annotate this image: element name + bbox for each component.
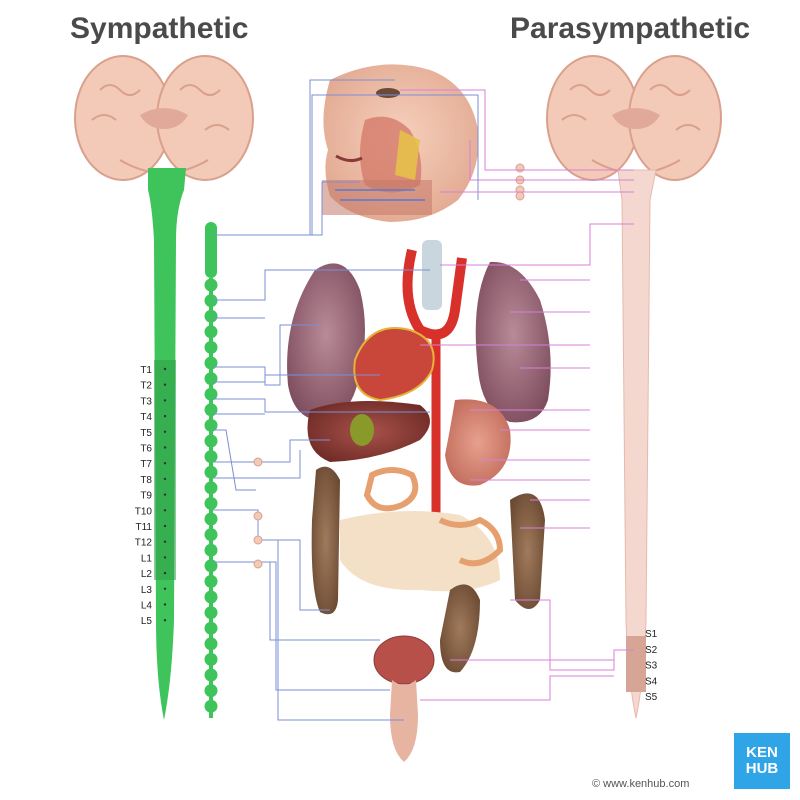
kenhub-logo: KEN HUB (734, 733, 790, 789)
chain-ganglion (204, 621, 218, 635)
level-dot (163, 556, 167, 559)
parasympathetic-connections (400, 89, 634, 701)
chain-ganglion (204, 340, 218, 354)
chain-ganglion (204, 465, 218, 479)
chain-ganglion (204, 574, 218, 588)
level-dot (163, 603, 167, 606)
sympathetic-level-t11: T11 (136, 522, 153, 533)
level-dot (163, 509, 167, 512)
sympathetic-level-l1: L1 (141, 553, 153, 564)
parasympathetic-title: Parasympathetic (510, 12, 751, 45)
chain-ganglion (204, 356, 218, 370)
sympathetic-level-t7: T7 (140, 459, 152, 470)
chain-ganglion (204, 294, 218, 308)
sacral-segment (626, 636, 646, 692)
sympathetic-level-t8: T8 (140, 475, 152, 486)
chain-ganglion (204, 668, 218, 682)
parasympathetic-level-s2: S2 (645, 645, 658, 656)
parasympathetic-level-s4: S4 (645, 676, 658, 687)
chain-ganglion (204, 528, 218, 542)
chain-ganglion (204, 403, 218, 417)
chain-ganglion (204, 606, 218, 620)
level-dot (163, 571, 167, 575)
level-dot (163, 430, 167, 433)
chain-ganglion (204, 325, 218, 339)
sympathetic-title: Sympathetic (70, 12, 249, 45)
parasympathetic-level-s3: S3 (645, 661, 658, 672)
chain-ganglion (204, 496, 218, 510)
sympathetic-level-t3: T3 (140, 396, 152, 407)
logo-line-1: KEN (746, 744, 778, 761)
sympathetic-chain (204, 222, 218, 718)
chain-ganglion (204, 481, 218, 495)
level-dot (163, 524, 167, 528)
chain-ganglion (204, 278, 218, 292)
level-dot (163, 462, 167, 465)
sympathetic-level-t1: T1 (140, 365, 152, 376)
level-dot (163, 383, 167, 386)
chain-ganglion (204, 543, 218, 557)
sympathetic-level-t6: T6 (140, 444, 152, 455)
sympathetic-level-t9: T9 (140, 491, 152, 502)
level-dot (163, 414, 167, 418)
level-dot (163, 619, 167, 622)
chain-ganglion (204, 559, 218, 573)
chain-ganglion (204, 450, 218, 464)
sympathetic-brain (74, 55, 254, 181)
sympathetic-level-t10: T10 (135, 506, 153, 517)
chain-ganglion (204, 590, 218, 604)
chain-ganglion (204, 372, 218, 386)
sympathetic-level-l4: L4 (141, 601, 153, 612)
logo-line-2: HUB (745, 760, 779, 777)
chain-ganglion (204, 387, 218, 401)
level-dot (163, 446, 167, 449)
chain-ganglion (204, 637, 218, 651)
sympathetic-level-t5: T5 (140, 428, 152, 439)
parasympathetic-level-s5: S5 (645, 692, 658, 703)
parasympathetic-brain (546, 55, 722, 181)
sympathetic-level-t2: T2 (140, 381, 152, 392)
sympathetic-level-l3: L3 (141, 585, 153, 596)
parasympathetic-level-s1: S1 (645, 629, 658, 640)
thoracolumbar-segment (154, 360, 176, 580)
sympathetic-level-l2: L2 (141, 569, 153, 580)
sympathetic-connections (213, 79, 479, 721)
chain-ganglion (204, 684, 218, 698)
chain-ganglion (204, 434, 218, 448)
chain-ganglion (204, 418, 218, 432)
sympathetic-level-t12: T12 (135, 538, 153, 549)
sympathetic-level-l5: L5 (141, 616, 153, 627)
level-dot (163, 493, 167, 496)
chain-ganglion (204, 652, 218, 666)
chain-ganglion (204, 512, 218, 526)
level-dot (163, 477, 167, 481)
thoraco-abdominal-organs (287, 240, 551, 762)
level-dot (163, 540, 167, 543)
copyright-text: © www.kenhub.com (592, 778, 690, 790)
chain-ganglion (204, 699, 218, 713)
sympathetic-level-t4: T4 (140, 412, 152, 423)
level-dot (163, 399, 167, 402)
face-head-illustration (322, 64, 479, 222)
level-dot (163, 587, 167, 590)
level-dot (163, 367, 167, 371)
chain-ganglion (204, 309, 218, 323)
